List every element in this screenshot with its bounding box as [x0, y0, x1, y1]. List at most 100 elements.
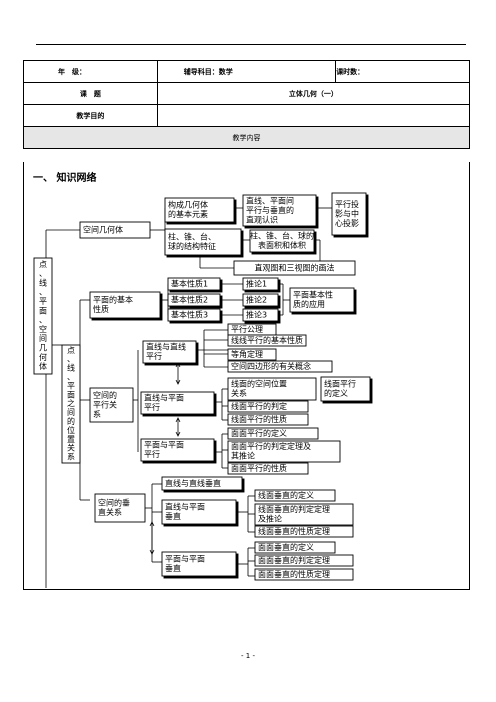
node-label: 平: [39, 297, 47, 306]
node-label: 直线与直线垂直: [165, 478, 221, 488]
node-label: 平面的基本: [93, 295, 133, 305]
node-line-line-prop: 线线平行的基本性质: [227, 334, 307, 347]
node-box: [167, 293, 221, 307]
node-label: 直线与直线: [146, 342, 186, 352]
node-box: [94, 493, 146, 523]
lesson-header-table: 年 级： 辅导科目：数学 课时数： 课 题 立体几何（一） 教学目的 教学内容: [23, 60, 471, 149]
node-views: 直观图和三视图的画法: [233, 260, 356, 276]
node-label: 其推论: [231, 451, 255, 461]
node-label: 置: [67, 435, 75, 444]
node-label: 空: [39, 324, 47, 334]
node-label: 的基本元素: [168, 209, 208, 219]
node-box: [249, 229, 315, 253]
node-label: 线面的空间位置: [231, 379, 287, 389]
node-label: 柱、锥、台、: [168, 232, 216, 242]
node-box: [320, 376, 371, 402]
node-label: 线: [67, 363, 75, 373]
node-label: 直线与平面: [144, 393, 184, 403]
node-box: [89, 291, 161, 319]
node-box: [227, 413, 309, 426]
node-label: 推论2: [246, 294, 267, 304]
node-box: [227, 440, 341, 463]
node-box: [227, 348, 277, 361]
node-label: 、: [39, 288, 47, 297]
node-label: 位: [67, 425, 75, 435]
node-axiom: 平行公理: [227, 323, 277, 336]
node-label: 线面垂直的性质定理: [258, 526, 330, 536]
node-box: [142, 340, 197, 364]
header-row-content: 教学内容: [23, 126, 470, 149]
node-label: 面: [67, 390, 75, 399]
node-label: 的定义: [324, 388, 348, 398]
node-label: 关: [67, 443, 75, 453]
node-label: 线面平行的判定: [231, 401, 287, 411]
node-label: 推论3: [246, 309, 267, 319]
node-lpp-def: 线面垂直的定义: [254, 489, 336, 502]
node-label: 平: [67, 381, 75, 390]
arrowhead: [175, 417, 181, 423]
node-label: 、: [39, 316, 47, 325]
node-box: [227, 377, 317, 401]
node-label: 平行: [144, 402, 160, 412]
node-label: 何: [39, 352, 47, 362]
node-label: 面面垂直的判定定理: [258, 555, 330, 565]
node-box: [164, 197, 235, 223]
node-label: 几: [39, 344, 47, 353]
node-label: 面: [39, 306, 47, 315]
node-prop1: 基本性质1: [167, 277, 223, 293]
node-label: 空间的: [93, 390, 117, 400]
node-label: 垂直: [165, 511, 181, 521]
node-label: 间: [67, 408, 75, 417]
node-label: 构成几何体: [168, 200, 208, 210]
node-box: [289, 287, 355, 313]
node-box: [227, 400, 309, 413]
content-area: [23, 162, 470, 590]
node-cylinder: 柱、锥、台、球的结构特征: [164, 228, 244, 258]
map-nodes: 点、线、平面、空间几何体空间几何体构成几何体的基本元素柱、锥、台、球的结构特征直…: [33, 192, 373, 581]
node-label: 平行公理: [231, 324, 263, 334]
node-box: [61, 344, 81, 464]
node-label: 柱、锥、台、球的: [250, 231, 314, 241]
node-label: 关系: [231, 388, 247, 398]
section-title: 一、 知识网络: [33, 173, 97, 184]
node-box: [89, 387, 134, 423]
node-quad: 空间四边形的有关概念: [227, 360, 333, 373]
node-box: [254, 554, 354, 567]
node-lp-judge: 线面平行的判定: [227, 400, 309, 413]
node-lpp-prop: 线面垂直的性质定理: [254, 525, 354, 538]
node-box: [167, 308, 221, 322]
node-ll-perp: 直线与直线垂直: [161, 476, 245, 493]
node-label: 点: [39, 260, 47, 269]
node-root: 点、线、平面、空间几何体: [33, 257, 53, 375]
node-label: 系: [93, 409, 101, 419]
node-box: [161, 551, 237, 577]
node-label: 直关系: [98, 507, 122, 517]
node-label: 体: [39, 361, 47, 371]
node-label: 平行投: [335, 199, 359, 209]
node-ppp-def: 面面垂直的定义: [254, 541, 336, 554]
node-box: [254, 489, 336, 502]
node-box: [227, 427, 319, 440]
node-label: 、: [39, 269, 47, 278]
node-prop3: 基本性质3: [167, 308, 223, 324]
content-label: 教学内容: [23, 126, 470, 149]
header-row-meta: 年 级： 辅导科目：数学 课时数：: [23, 60, 470, 83]
node-box: [242, 293, 279, 307]
node-label: 空间几何体: [83, 224, 123, 234]
node-label: 面面垂直的性质定理: [258, 569, 330, 579]
node-box: [254, 541, 336, 554]
node-box: [254, 525, 354, 538]
node-box: [254, 503, 354, 526]
node-box: [242, 308, 279, 322]
node-label: 等角定理: [231, 349, 263, 359]
node-label: 面面平行的定义: [231, 428, 287, 438]
node-box: [227, 334, 307, 347]
node-label: 线面垂直的判定定理: [258, 504, 330, 514]
node-lp-prop: 线面平行的性质: [227, 413, 309, 426]
